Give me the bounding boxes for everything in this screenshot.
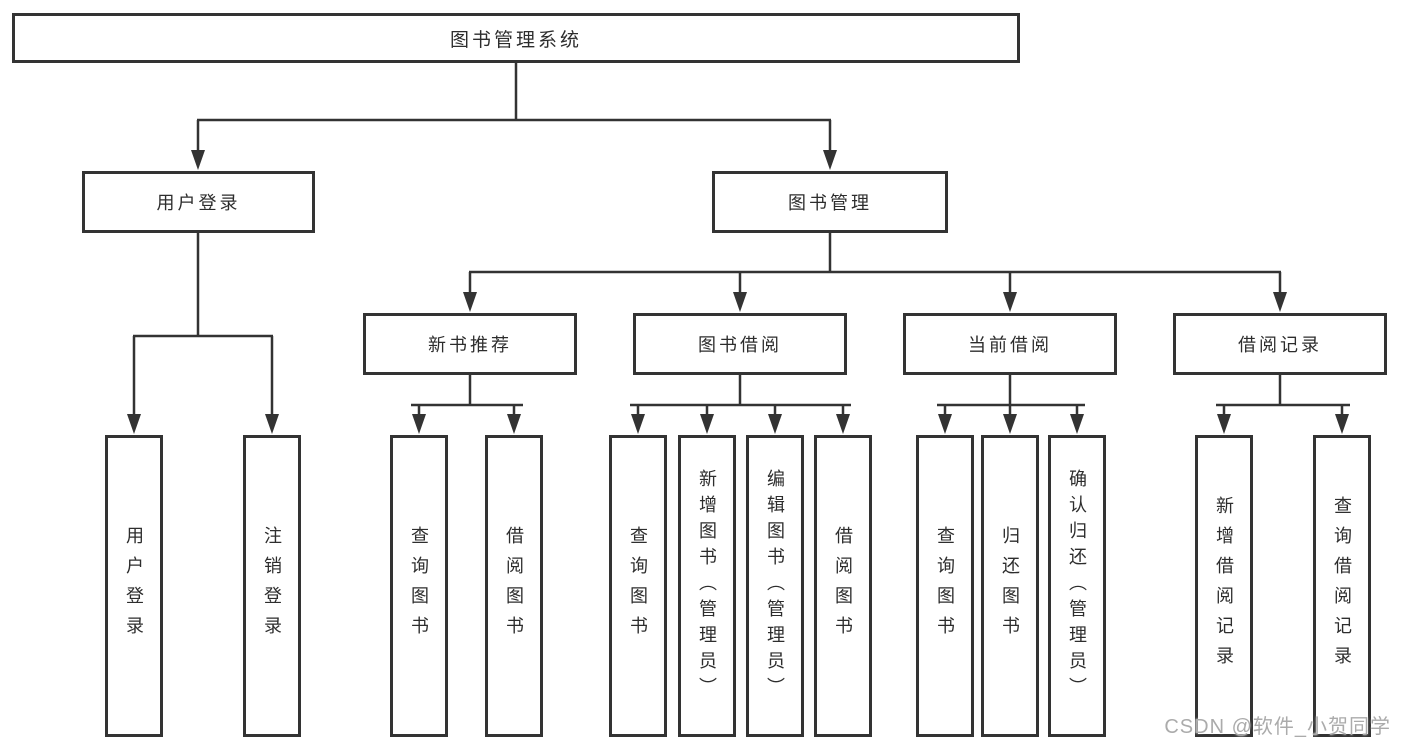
node-book-borrow: 图书借阅 [633,313,847,375]
leaf-query-books-recommend: 查询图书 [390,435,448,737]
leaf-query-books-current: 查询图书 [916,435,974,737]
node-library-system: 图书管理系统 [12,13,1020,63]
node-book-management: 图书管理 [712,171,948,233]
leaf-confirm-return-admin: 确认归还（管理员） [1048,435,1106,737]
node-borrow-records: 借阅记录 [1173,313,1387,375]
node-new-book-recommend: 新书推荐 [363,313,577,375]
leaf-return-book: 归还图书 [981,435,1039,737]
leaf-borrow-books-borrow: 借阅图书 [814,435,872,737]
leaf-query-borrow-record: 查询借阅记录 [1313,435,1371,737]
leaf-logout: 注销登录 [243,435,301,737]
leaf-edit-book-admin: 编辑图书（管理员） [746,435,804,737]
leaf-user-login: 用户登录 [105,435,163,737]
leaf-borrow-books-recommend: 借阅图书 [485,435,543,737]
leaf-add-borrow-record: 新增借阅记录 [1195,435,1253,737]
csdn-watermark: CSDN @软件_小贺同学 [1164,716,1391,738]
leaf-add-book-admin: 新增图书（管理员） [678,435,736,737]
node-user-login: 用户登录 [82,171,315,233]
leaf-query-books-borrow: 查询图书 [609,435,667,737]
node-current-borrow: 当前借阅 [903,313,1117,375]
